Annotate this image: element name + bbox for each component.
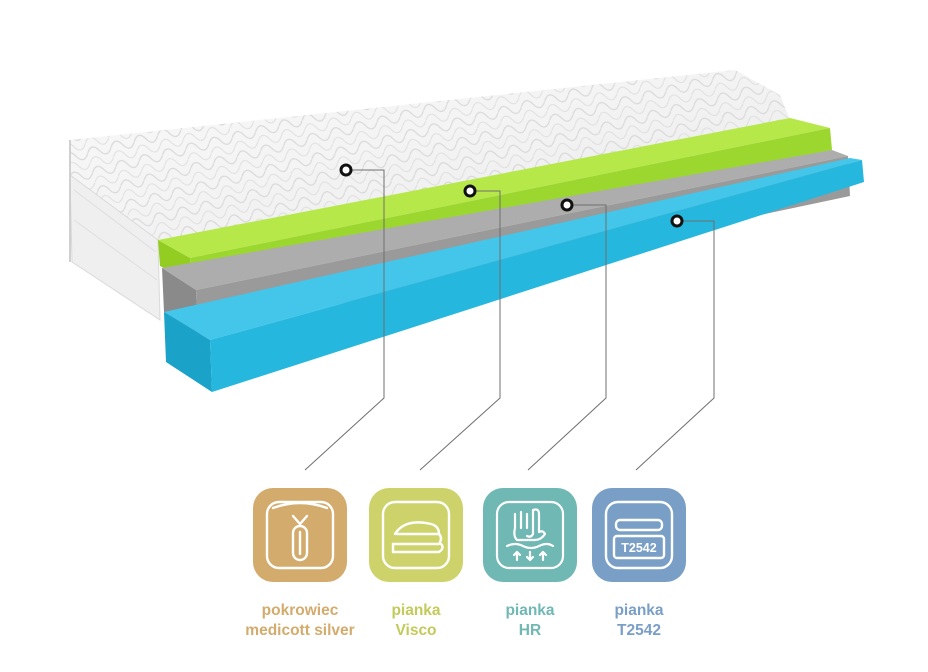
- caption-hr-line2: HR: [518, 622, 542, 639]
- foam-block-icon: T2542: [604, 500, 674, 570]
- t2542-badge-text: T2542: [621, 541, 656, 555]
- foam-layers-icon: [381, 500, 451, 570]
- mattress-cover: [69, 70, 790, 321]
- callout-lines: [304, 169, 715, 471]
- callout-markers: [339, 163, 684, 228]
- t2542-tile: T2542: [592, 488, 686, 582]
- caption-visco-line2: Visco: [395, 622, 437, 639]
- caption-cover-line1: pokrowiec: [261, 602, 339, 619]
- zipper-icon: [265, 500, 335, 570]
- caption-cover: pokrowiec medicott silver: [225, 601, 375, 641]
- foam-layer-t2542: [164, 158, 864, 392]
- caption-t2542-line2: T2542: [617, 622, 661, 639]
- cover-tile: [253, 488, 347, 582]
- caption-visco: pianka Visco: [341, 601, 491, 641]
- caption-t2542: pianka T2542: [564, 601, 714, 641]
- hand-press-icon: [495, 500, 565, 570]
- caption-t2542-line1: pianka: [614, 602, 664, 619]
- caption-hr: pianka HR: [455, 601, 605, 641]
- visco-tile: [369, 488, 463, 582]
- caption-visco-line1: pianka: [391, 602, 441, 619]
- caption-cover-line2: medicott silver: [245, 622, 355, 639]
- hr-tile: [483, 488, 577, 582]
- caption-hr-line1: pianka: [505, 602, 555, 619]
